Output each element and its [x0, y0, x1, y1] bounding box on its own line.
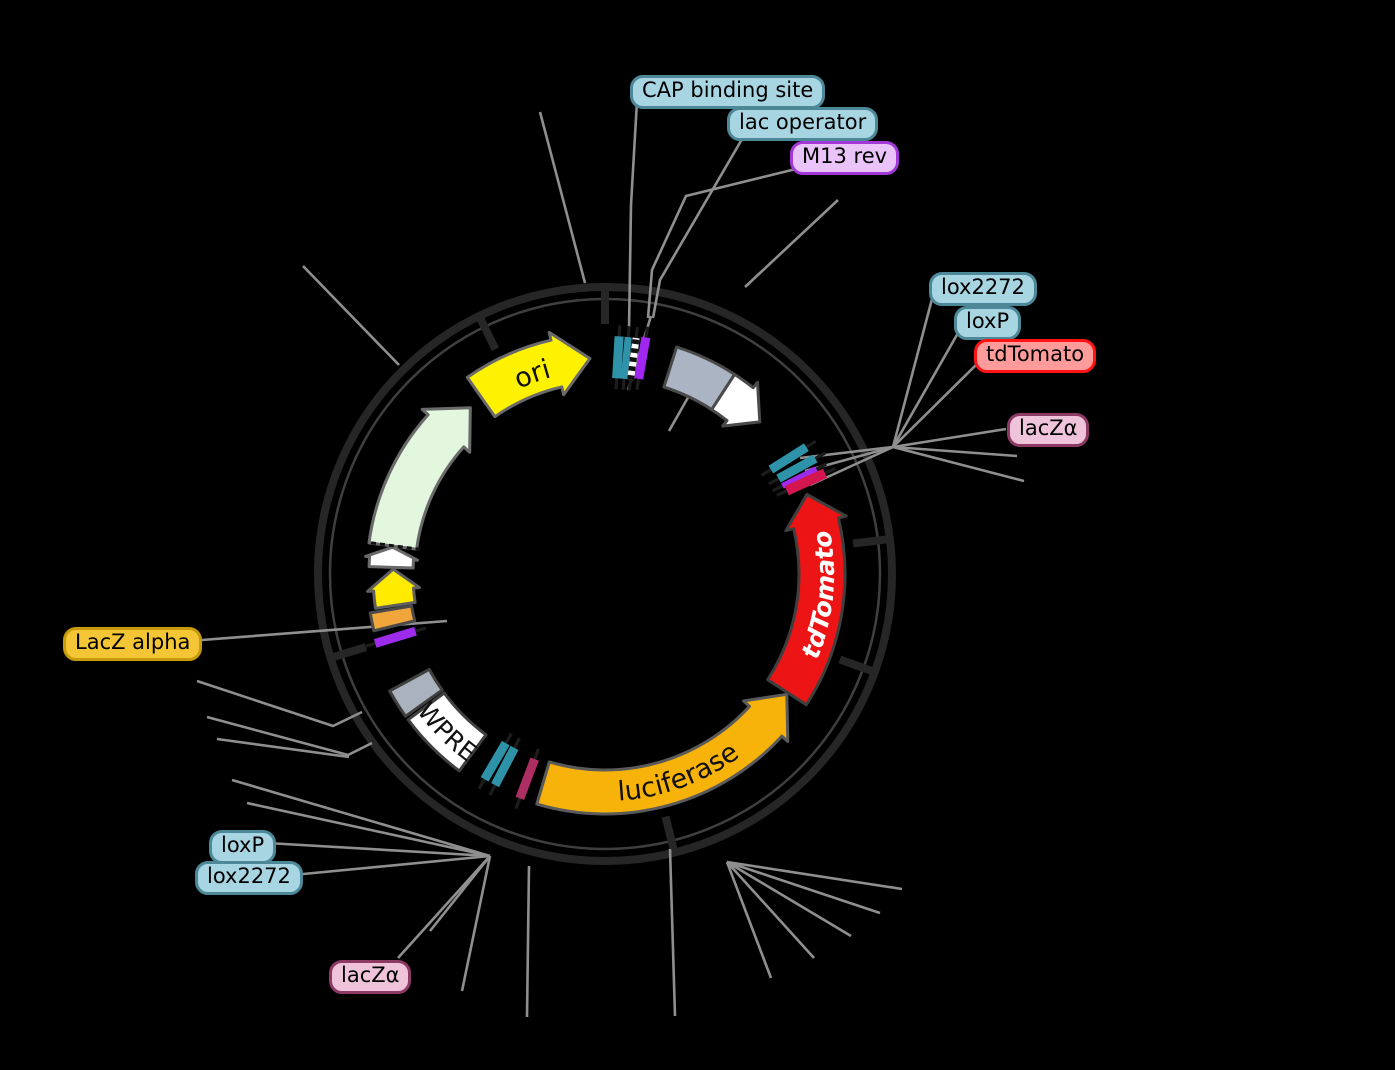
leader-line — [726, 860, 881, 915]
leader-line — [525, 865, 531, 1018]
wpre-block[interactable] — [406, 691, 488, 773]
lox2272-bottom-bar[interactable] — [491, 745, 519, 788]
leader-line — [799, 445, 894, 460]
label-lac-operator[interactable]: lac operator — [727, 107, 879, 141]
leader-line — [726, 860, 903, 891]
leader-line — [246, 801, 491, 858]
tdtomato-arrow[interactable] — [766, 493, 848, 707]
leader-line — [744, 199, 839, 288]
leader-line — [891, 298, 934, 448]
loxp-right-bar[interactable] — [776, 454, 818, 483]
label-loxp-right[interactable]: loxP — [954, 306, 1022, 340]
backbone-tick — [327, 643, 368, 663]
leader-line — [292, 854, 491, 877]
leader-line — [651, 133, 747, 319]
leader-line — [231, 778, 491, 858]
label-tdtomato[interactable]: tdTomato — [974, 339, 1097, 373]
leader-line — [397, 855, 491, 959]
leader-line — [206, 715, 373, 757]
label-lox2272-bottom[interactable]: lox2272 — [195, 861, 303, 895]
ampr-signal-arrow[interactable] — [364, 545, 419, 570]
backbone-tick — [838, 655, 878, 677]
lacz-alpha-block[interactable] — [368, 604, 417, 633]
label-lox2272-right[interactable]: lox2272 — [929, 272, 1037, 306]
loxp-bottom-bar[interactable] — [480, 740, 510, 782]
leader-line — [627, 100, 639, 331]
m13-rev-bar[interactable] — [634, 336, 651, 380]
leader-line — [460, 855, 492, 992]
leader-line — [892, 364, 977, 448]
purple-right-bar[interactable] — [781, 466, 818, 489]
leader-line — [891, 332, 960, 448]
leader-line — [726, 861, 815, 959]
leader-line — [892, 445, 1018, 458]
luciferase-arrow[interactable] — [535, 692, 790, 816]
leader-line — [428, 855, 492, 932]
lacza-right-bar[interactable] — [784, 468, 828, 496]
label-m13-rev[interactable]: M13 rev — [790, 141, 900, 175]
lox2272-right-bar[interactable] — [768, 443, 809, 474]
m13-fwd-bar[interactable] — [373, 626, 417, 648]
cap-binding-site-bar[interactable] — [612, 336, 624, 379]
label-lacz-alpha[interactable]: LacZ alpha — [63, 627, 203, 661]
leader-line — [892, 445, 1025, 483]
leader-line — [726, 860, 852, 938]
label-lacza-bottom[interactable]: lacZα — [329, 960, 412, 994]
leader-line — [646, 166, 801, 319]
lacza-bottom-bar[interactable] — [515, 757, 539, 800]
wpre-gray-block[interactable] — [388, 667, 444, 718]
lac-promoter-white-arrow[interactable] — [710, 372, 762, 428]
backbone-tick — [852, 534, 893, 548]
dashed-feature-bar-dash — [627, 337, 640, 381]
backbone-tick — [474, 312, 499, 352]
leader-line — [266, 841, 491, 858]
leader-line — [196, 679, 363, 728]
leader-line — [302, 265, 400, 366]
leader-line — [892, 427, 1007, 449]
ampr-arrow[interactable] — [367, 406, 472, 551]
label-loxp-bottom[interactable]: loxP — [209, 830, 277, 864]
lac-operator-bar[interactable] — [620, 336, 632, 380]
label-lacza-right[interactable]: lacZα — [1007, 413, 1090, 447]
plasmid-backbone-inner — [328, 297, 882, 851]
backbone-tick — [661, 815, 679, 856]
leader-line — [667, 393, 692, 432]
label-cap-binding-site[interactable]: CAP binding site — [630, 75, 826, 109]
ampr-promoter-arrow[interactable] — [366, 567, 421, 610]
leader-line — [668, 848, 677, 1017]
leader-line — [538, 111, 587, 284]
leader-line — [216, 737, 350, 759]
leader-line — [725, 861, 773, 979]
ori-arrow[interactable] — [465, 330, 592, 419]
